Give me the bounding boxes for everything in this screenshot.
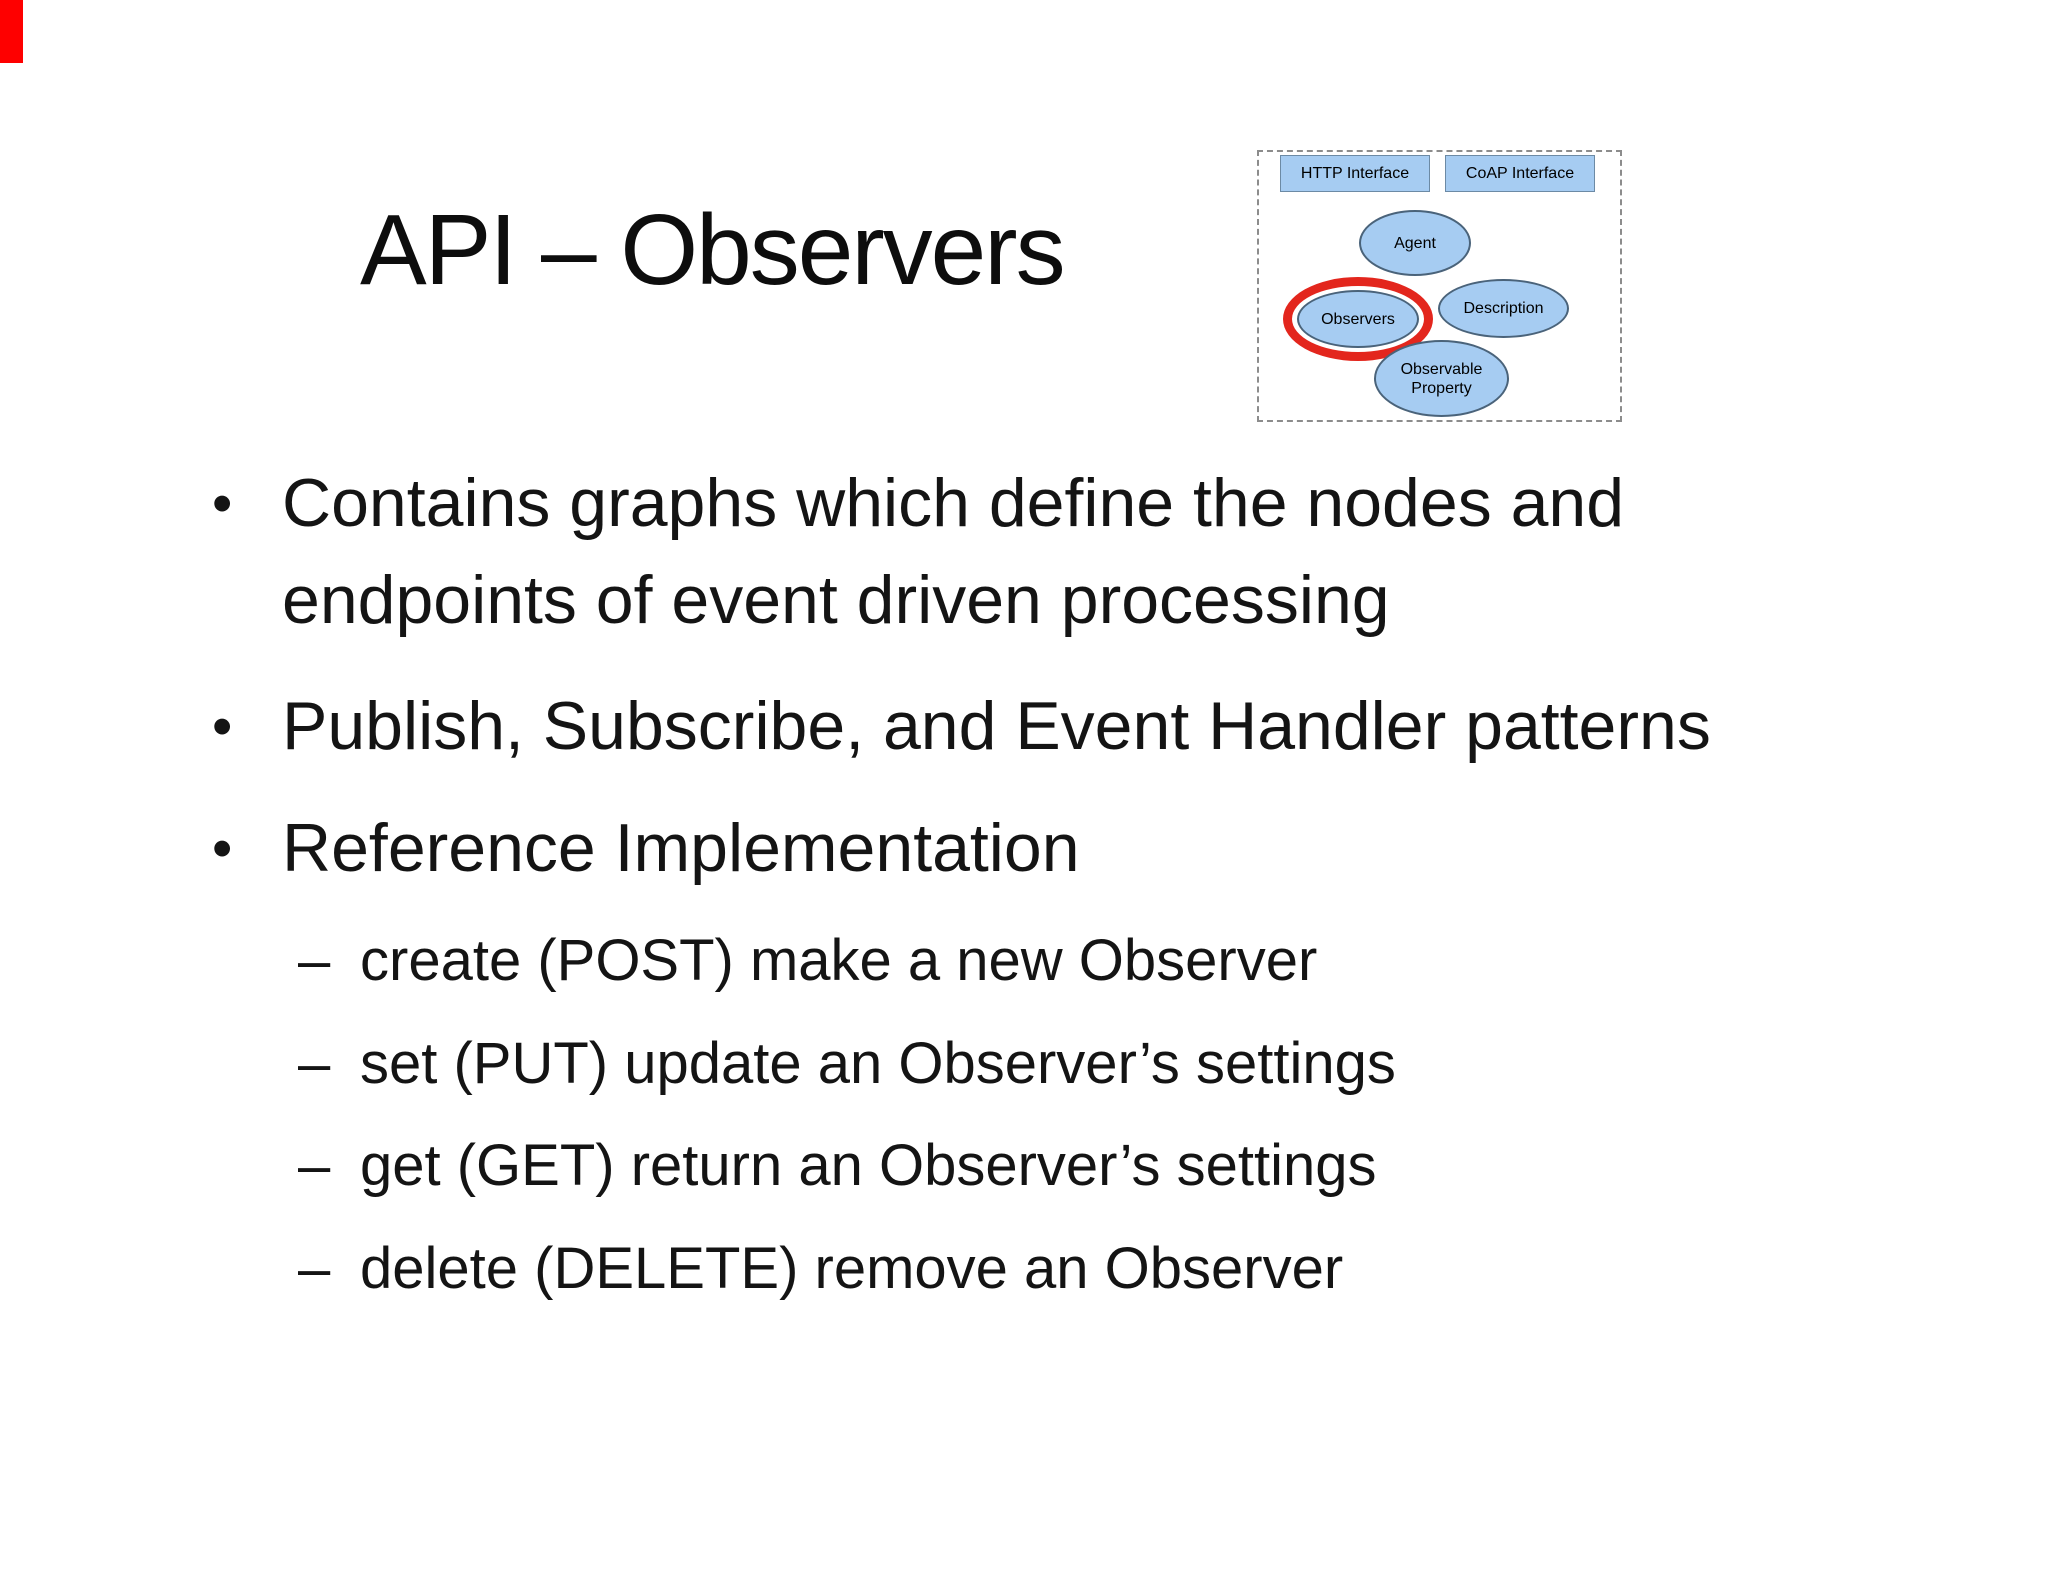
observable-property-node: Observable Property xyxy=(1374,340,1509,417)
bullet-item-2: • Publish, Subscribe, and Event Handler … xyxy=(212,678,1711,775)
sub-bullet-item-4: – delete (DELETE) remove an Observer xyxy=(298,1233,1343,1305)
bullet-text: Reference Implementation xyxy=(282,810,1080,886)
sub-bullet-item-2: – set (PUT) update an Observer’s setting… xyxy=(298,1028,1396,1100)
sub-bullet-item-3: – get (GET) return an Observer’s setting… xyxy=(298,1130,1376,1202)
red-corner-marker xyxy=(0,0,23,63)
bullet-text: Contains graphs which define the nodes a… xyxy=(282,455,1624,649)
dash-bullet-icon: – xyxy=(298,1133,331,1198)
observers-node-label: Observers xyxy=(1321,310,1395,328)
page-title: API – Observers xyxy=(360,194,1066,306)
agent-node: Agent xyxy=(1359,210,1471,276)
sub-bullet-item-1: – create (POST) make a new Observer xyxy=(298,925,1317,997)
sub-bullet-text: create (POST) make a new Observer xyxy=(360,928,1318,993)
observers-highlight-ring xyxy=(1283,277,1433,361)
dash-bullet-icon: – xyxy=(298,1236,331,1301)
observers-node: Observers xyxy=(1297,290,1419,348)
http-interface-label: HTTP Interface xyxy=(1300,164,1410,182)
sub-bullet-text: delete (DELETE) remove an Observer xyxy=(360,1236,1344,1301)
http-interface-box: HTTP Interface xyxy=(1280,155,1430,192)
sub-bullet-text: get (GET) return an Observer’s settings xyxy=(360,1133,1377,1198)
bullet-text: Publish, Subscribe, and Event Handler pa… xyxy=(282,688,1711,764)
coap-interface-box: CoAP Interface xyxy=(1445,155,1595,192)
coap-interface-label: CoAP Interface xyxy=(1465,164,1575,182)
observable-property-node-label: Observable Property xyxy=(1400,360,1483,397)
bullet-line: Contains graphs which define the nodes a… xyxy=(282,465,1625,541)
dash-bullet-icon: – xyxy=(298,928,331,993)
bullet-item-3: • Reference Implementation xyxy=(212,800,1080,897)
dash-bullet-icon: – xyxy=(298,1031,331,1096)
description-node: Description xyxy=(1438,279,1569,338)
description-node-label: Description xyxy=(1463,300,1544,317)
bullet-dot-icon: • xyxy=(212,471,233,536)
bullet-dot-icon: • xyxy=(212,816,233,881)
architecture-diagram: HTTP Interface CoAP Interface Agent Obse… xyxy=(1257,150,1622,422)
bullet-dot-icon: • xyxy=(212,694,233,759)
sub-bullet-text: set (PUT) update an Observer’s settings xyxy=(360,1031,1396,1096)
agent-node-label: Agent xyxy=(1394,234,1436,252)
bullet-item-1: • Contains graphs which define the nodes… xyxy=(212,455,1624,649)
bullet-line: endpoints of event driven processing xyxy=(282,562,1390,638)
